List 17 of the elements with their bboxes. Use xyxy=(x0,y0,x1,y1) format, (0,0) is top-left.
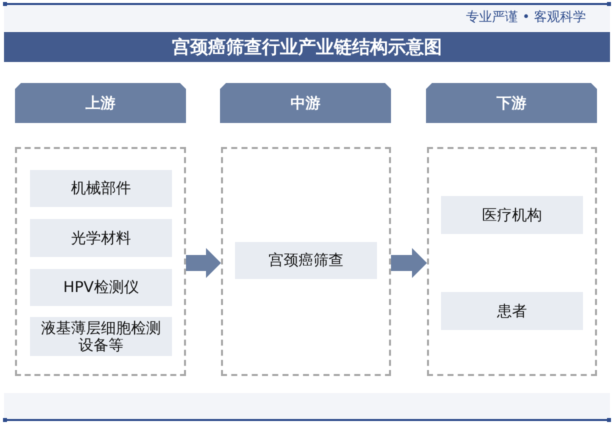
block-arrow xyxy=(186,248,221,278)
item-box: 机械部件 xyxy=(30,170,172,207)
dashed-container xyxy=(427,147,597,376)
block-arrow xyxy=(391,248,427,278)
item-box: 宫颈癌筛查 xyxy=(235,242,377,279)
stage-header: 下游 xyxy=(426,83,597,123)
stage-header: 上游 xyxy=(15,83,186,123)
stage-header: 中游 xyxy=(220,83,391,123)
title-bar: 宫颈癌筛查行业产业链结构示意图 xyxy=(4,32,610,62)
dashed-container xyxy=(221,147,391,376)
slogan-text: 专业严谨 • 客观科学 xyxy=(465,10,586,26)
item-box: 患者 xyxy=(441,292,583,330)
item-box: 液基薄层细胞检测设备等 xyxy=(30,317,172,356)
item-box: HPV检测仪 xyxy=(30,269,172,306)
item-box: 医疗机构 xyxy=(441,196,583,234)
item-box: 光学材料 xyxy=(30,219,172,257)
dashed-container xyxy=(15,147,186,376)
